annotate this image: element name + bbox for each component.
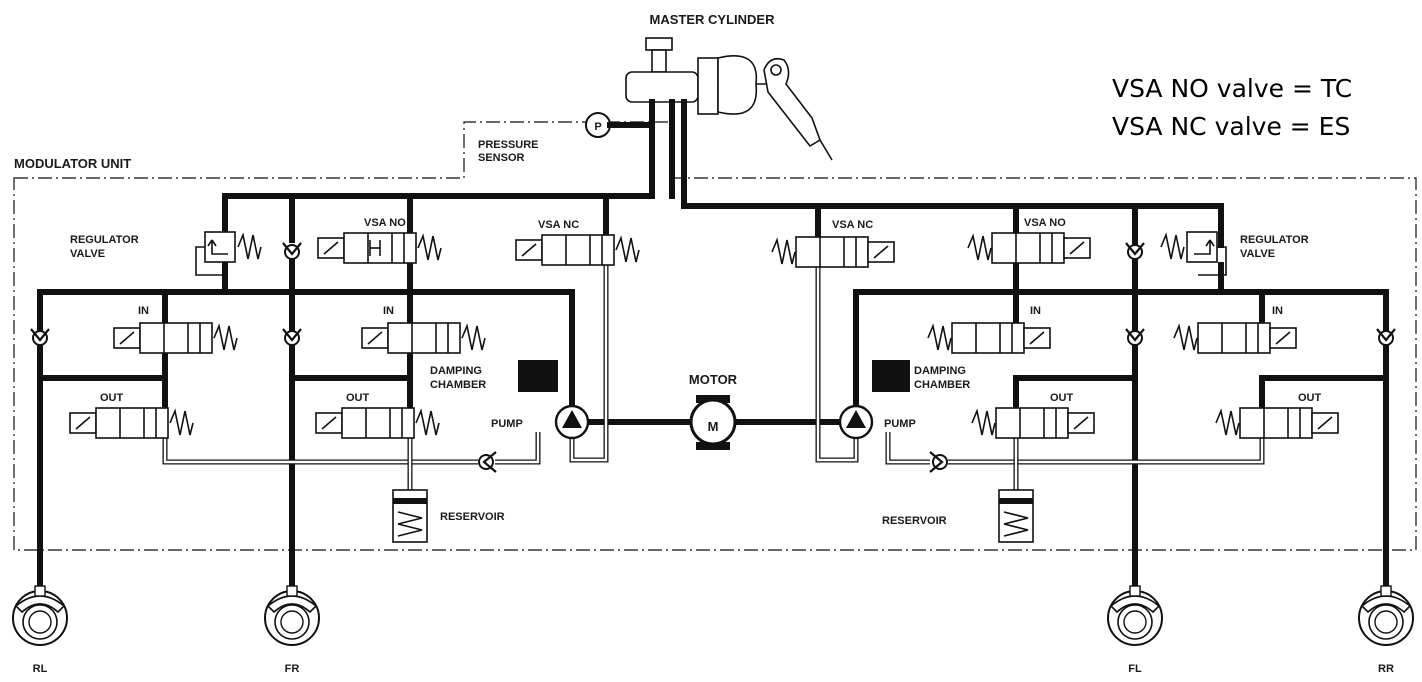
return-lines bbox=[162, 262, 1265, 490]
vsa-nc-label-right: VSA NC bbox=[832, 219, 873, 231]
motor-label: MOTOR bbox=[689, 372, 738, 387]
pressure-sensor-label-1: PRESSURE bbox=[478, 139, 539, 151]
in-valve-fr bbox=[361, 322, 486, 354]
vsa-no-valve-right bbox=[967, 232, 1091, 264]
pump-right bbox=[838, 404, 874, 440]
reservoir-label-right: RESERVOIR bbox=[882, 515, 947, 527]
check-valve-rr bbox=[1375, 327, 1397, 347]
vsa-no-valve-left bbox=[317, 232, 442, 264]
out-label-fr: OUT bbox=[346, 392, 370, 404]
wheel-fr-label: FR bbox=[285, 663, 300, 675]
vsa-no-label-right: VSA NO bbox=[1024, 217, 1066, 229]
damping-label-left-2: CHAMBER bbox=[430, 379, 486, 391]
out-label-rr: OUT bbox=[1298, 392, 1322, 404]
regulator-label-right-2: VALVE bbox=[1240, 248, 1275, 260]
wheel-rr-icon bbox=[1358, 585, 1414, 646]
in-valve-rl bbox=[113, 322, 238, 354]
damping-chamber-right bbox=[872, 360, 910, 392]
motor-symbol: M bbox=[708, 419, 719, 434]
note-vsa-no: VSA NO valve = TC bbox=[1112, 74, 1352, 103]
wheel-fl-label: FL bbox=[1128, 663, 1142, 675]
vsa-nc-label-left: VSA NC bbox=[538, 219, 579, 231]
vsa-nc-valve-left bbox=[515, 234, 640, 266]
out-valve-fr bbox=[315, 407, 440, 439]
regulator-label-left-2: VALVE bbox=[70, 248, 105, 260]
reservoir-right bbox=[998, 489, 1034, 543]
note-vsa-nc: VSA NC valve = ES bbox=[1112, 112, 1350, 141]
master-cylinder bbox=[625, 37, 833, 161]
wheel-rr-label: RR bbox=[1378, 663, 1394, 675]
in-label-fl: IN bbox=[1030, 305, 1041, 317]
damping-label-left-1: DAMPING bbox=[430, 365, 482, 377]
regulator-valve-left bbox=[195, 231, 262, 276]
regulator-label-right-1: REGULATOR bbox=[1240, 234, 1309, 246]
damping-label-right-2: CHAMBER bbox=[914, 379, 970, 391]
check-valve-left-upper bbox=[281, 241, 303, 261]
in-valve-fl bbox=[927, 322, 1051, 354]
pressure-sensor-symbol-label: P bbox=[594, 121, 601, 133]
wheel-fl-icon bbox=[1107, 585, 1163, 646]
in-label-rl: IN bbox=[138, 305, 149, 317]
reservoir-label-left: RESERVOIR bbox=[440, 511, 505, 523]
check-valve-rl bbox=[29, 327, 51, 347]
out-valve-fl bbox=[971, 407, 1095, 439]
out-valve-rr bbox=[1215, 407, 1339, 439]
out-label-fl: OUT bbox=[1050, 392, 1074, 404]
check-valve-right-upper bbox=[1124, 241, 1146, 261]
check-valve-return-left bbox=[478, 451, 497, 473]
out-valve-rl bbox=[69, 407, 194, 439]
out-label-rl: OUT bbox=[100, 392, 124, 404]
check-valve-fr bbox=[281, 327, 303, 347]
pump-label-right: PUMP bbox=[884, 418, 916, 430]
motor bbox=[689, 395, 737, 450]
in-label-fr: IN bbox=[383, 305, 394, 317]
modulator-unit-label: MODULATOR UNIT bbox=[14, 156, 131, 171]
wheel-rl-label: RL bbox=[33, 663, 48, 675]
damping-chamber-left bbox=[518, 360, 558, 392]
vsa-nc-valve-right bbox=[771, 236, 895, 268]
in-label-rr: IN bbox=[1272, 305, 1283, 317]
damping-label-right-1: DAMPING bbox=[914, 365, 966, 377]
pump-label-left: PUMP bbox=[491, 418, 523, 430]
check-valve-fl bbox=[1124, 327, 1146, 347]
pressure-sensor-label-2: SENSOR bbox=[478, 152, 525, 164]
in-valve-rr bbox=[1173, 322, 1297, 354]
regulator-valve-right bbox=[1160, 231, 1227, 276]
vsa-no-label-left: VSA NO bbox=[364, 217, 406, 229]
wheel-fr-icon bbox=[264, 585, 320, 646]
reservoir-left bbox=[392, 489, 428, 543]
wheel-rl-icon bbox=[12, 585, 68, 646]
check-valve-return-right bbox=[929, 451, 948, 473]
pump-left bbox=[554, 404, 590, 440]
master-cylinder-label: MASTER CYLINDER bbox=[650, 12, 776, 27]
regulator-label-left-1: REGULATOR bbox=[70, 234, 139, 246]
hydraulic-lines bbox=[37, 99, 1389, 628]
